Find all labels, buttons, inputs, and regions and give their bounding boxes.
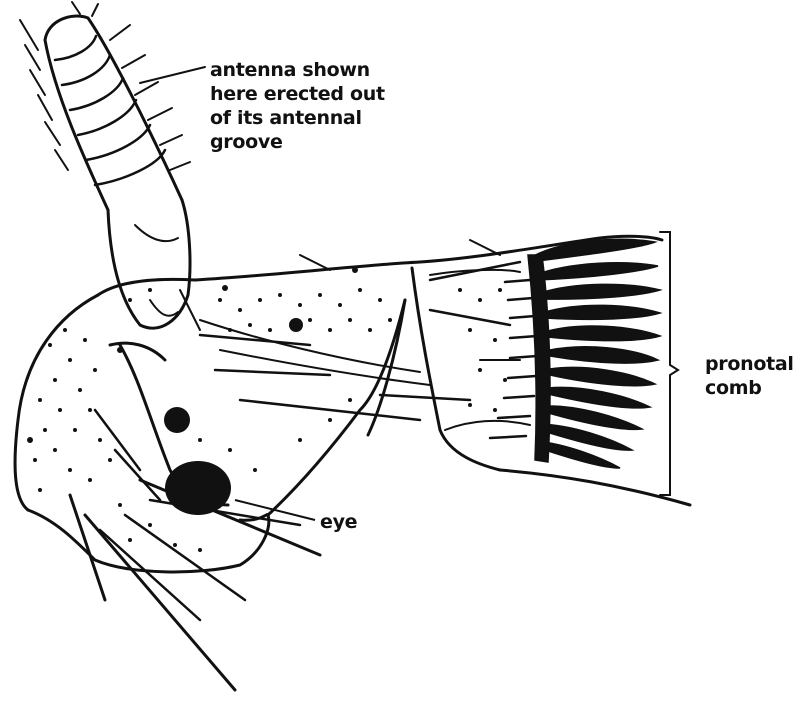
antenna-label: antenna shown here erected out of its an…	[210, 58, 385, 154]
bristles	[70, 240, 520, 690]
pronotal-comb-label-line-2: comb	[705, 376, 794, 400]
antenna-label-line-4: groove	[210, 130, 385, 154]
antenna-label-line-1: antenna shown	[210, 58, 385, 82]
eye-label: eye	[320, 510, 357, 534]
antenna-label-line-3: of its antennal	[210, 106, 385, 130]
eye-label-text: eye	[320, 510, 357, 534]
pronotal-comb	[528, 239, 660, 468]
pronotal-comb-label: pronotal comb	[705, 352, 794, 400]
setal-pits	[164, 318, 303, 433]
antenna-label-line-2: here erected out	[210, 82, 385, 106]
comb-bracket	[660, 232, 678, 495]
pronotal-comb-label-line-1: pronotal	[705, 352, 794, 376]
